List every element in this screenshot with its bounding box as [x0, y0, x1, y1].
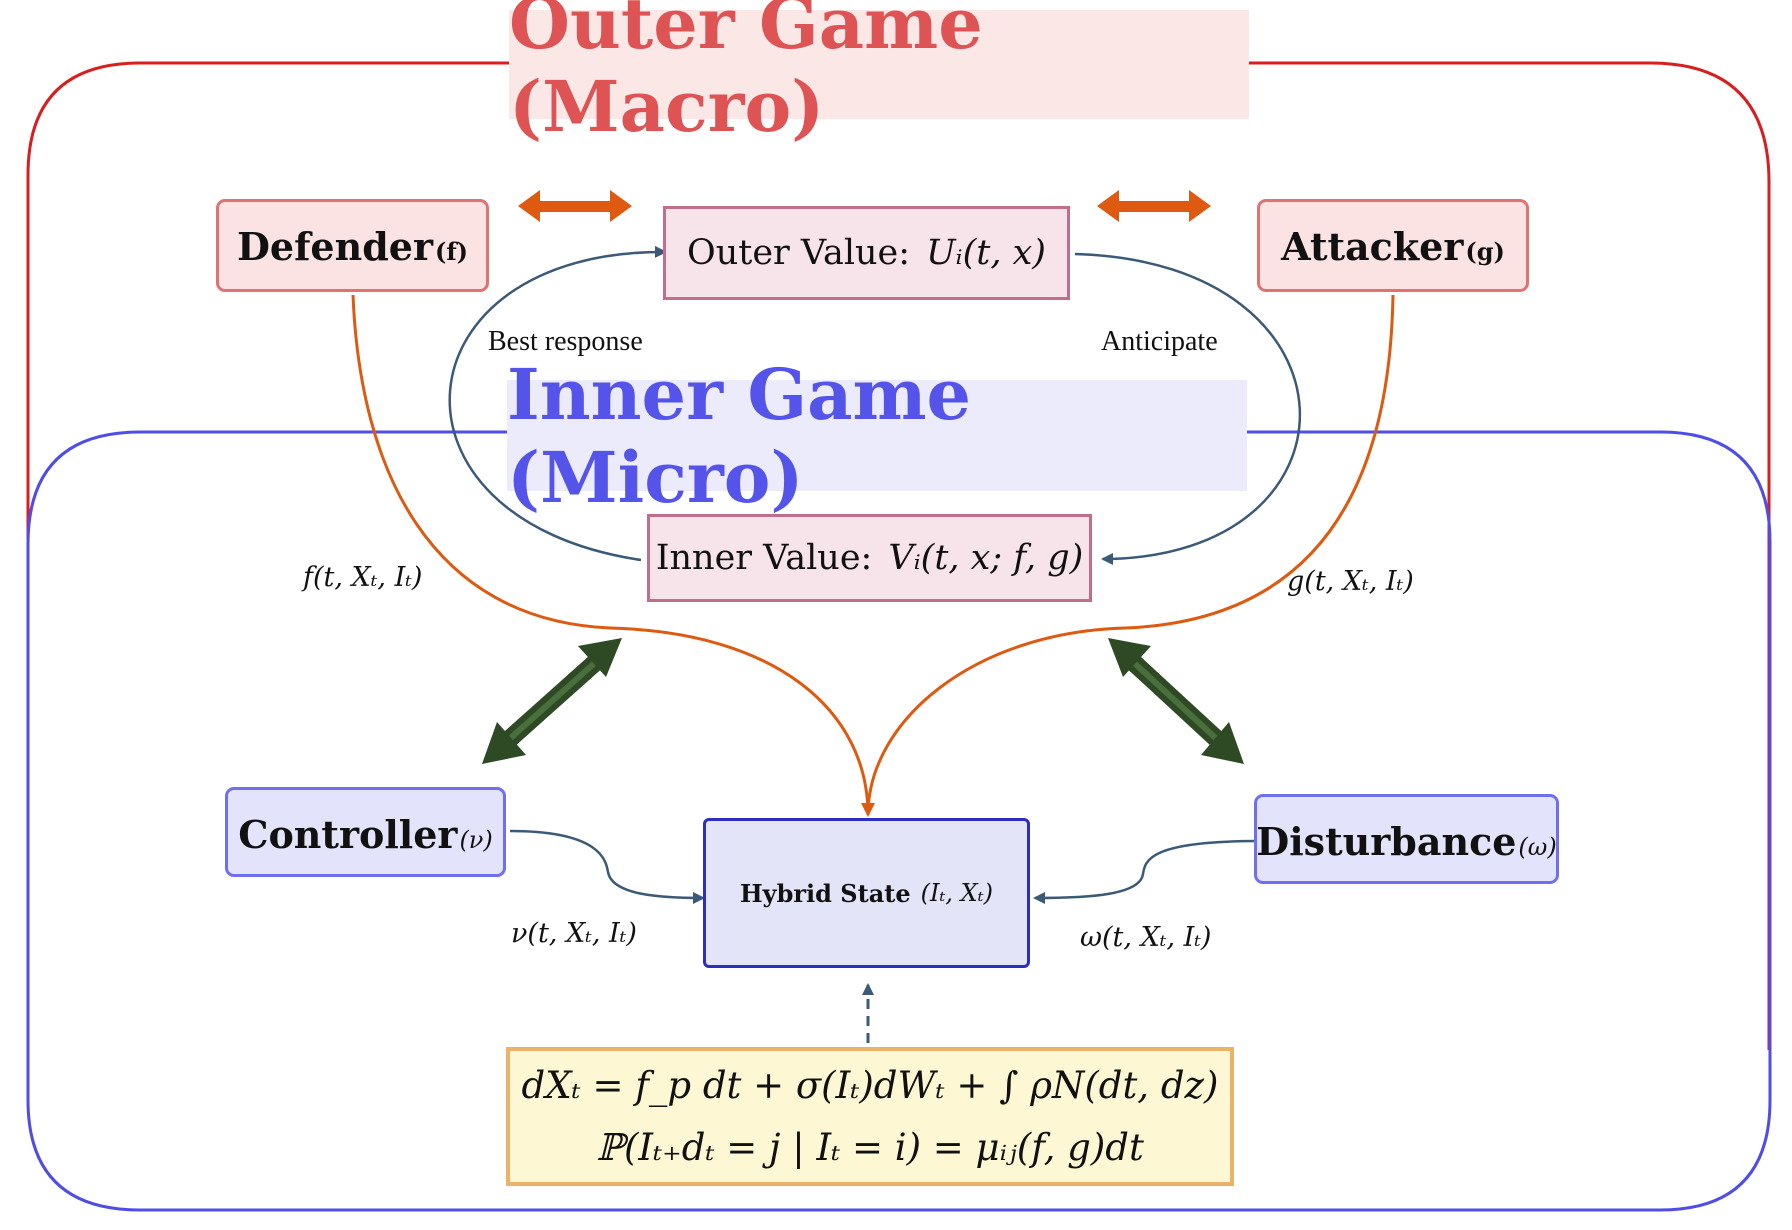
defender-node: Defender (f) — [216, 199, 489, 292]
attacker-policy-label: g(t, Xₜ, Iₜ) — [1287, 566, 1414, 597]
disturbance-input-label: ω(t, Xₜ, Iₜ) — [1080, 922, 1212, 953]
hybrid-state-node: Hybrid State (Iₜ, Xₜ) — [703, 818, 1030, 968]
outer-value-node: Outer Value: Uᵢ(t, x) — [663, 206, 1070, 300]
controller-node: Controller (ν) — [225, 787, 506, 877]
inner-value-label: Inner Value: — [655, 538, 873, 578]
disturbance-coupling-double-arrow — [1108, 638, 1244, 764]
defender-outer-double-arrow — [518, 190, 632, 222]
defender-sub: (f) — [435, 237, 469, 266]
transition-equation: ℙ(Iₜ₊dₜ = j | Iₜ = i) = μᵢⱼ(f, g)dt — [596, 1125, 1144, 1169]
hybrid-state-label: Hybrid State — [739, 878, 911, 908]
dynamics-equations-box: dXₜ = f_p dt + σ(Iₜ)dWₜ + ∫ ρN(dt, dz) ℙ… — [506, 1047, 1234, 1186]
attacker-outer-double-arrow — [1097, 190, 1211, 222]
inner-value-math: Vᵢ(t, x; f, g) — [888, 538, 1084, 578]
outer-game-title: Outer Game (Macro) — [509, 0, 1249, 148]
outer-game-frame — [26, 61, 1771, 1050]
controller-input-label: ν(t, Xₜ, Iₜ) — [511, 918, 637, 949]
sde-equation: dXₜ = f_p dt + σ(Iₜ)dWₜ + ∫ ρN(dt, dz) — [521, 1063, 1219, 1107]
defender-policy-label: f(t, Xₜ, Iₜ) — [303, 562, 423, 593]
attacker-node: Attacker (g) — [1257, 199, 1529, 292]
outer-value-label: Outer Value: — [687, 233, 911, 273]
defender-policy-arrow — [351, 294, 875, 817]
anticipate-label: Anticipate — [1101, 326, 1218, 357]
defender-label: Defender — [236, 224, 433, 269]
inner-value-node: Inner Value: Vᵢ(t, x; f, g) — [647, 514, 1092, 602]
disturbance-input-arrow — [1033, 839, 1261, 904]
disturbance-label: Disturbance — [1256, 819, 1517, 864]
disturbance-node: Disturbance (ω) — [1254, 794, 1559, 884]
outer-value-math: Uᵢ(t, x) — [926, 233, 1046, 273]
anticipate-arrow — [1074, 252, 1301, 565]
controller-label: Controller — [238, 812, 458, 857]
controller-input-arrow — [509, 829, 705, 904]
inner-game-frame — [26, 430, 1772, 1212]
controller-sub: (ν) — [459, 826, 493, 854]
attacker-label: Attacker — [1281, 224, 1464, 269]
hybrid-state-math: (Iₜ, Xₜ) — [920, 879, 993, 907]
attacker-sub: (g) — [1465, 237, 1505, 266]
controller-coupling-double-arrow — [482, 638, 622, 764]
best-response-arrow — [448, 245, 667, 562]
attacker-policy-arrow — [866, 294, 1395, 816]
best-response-label: Best response — [488, 326, 643, 357]
inner-game-title: Inner Game (Micro) — [507, 353, 1247, 519]
disturbance-sub: (ω) — [1518, 833, 1557, 861]
